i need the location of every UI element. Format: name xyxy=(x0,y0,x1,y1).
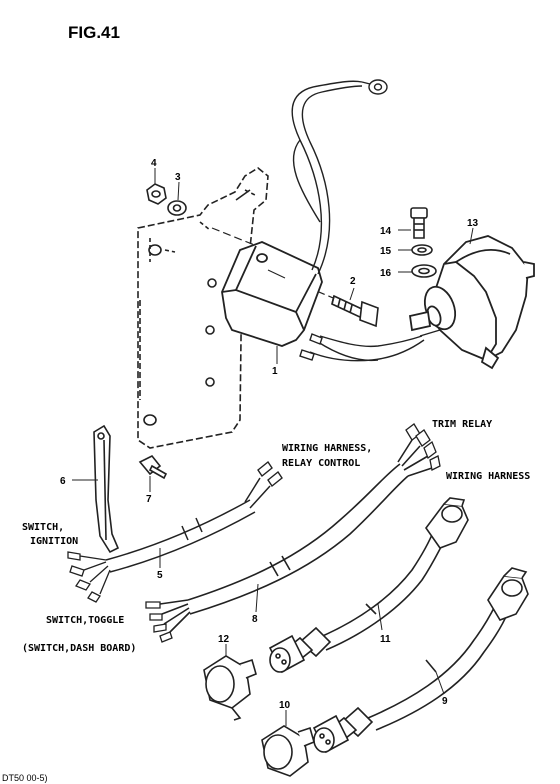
label-switch-dash-board: (SWITCH,DASH BOARD) xyxy=(22,643,136,654)
callout-14: 14 xyxy=(380,226,392,237)
callout-2: 2 xyxy=(350,276,356,287)
callout-16: 16 xyxy=(380,268,392,279)
callout-1: 1 xyxy=(272,366,278,377)
label-switch-toggle: SWITCH,TOGGLE xyxy=(46,615,124,626)
callout-9: 9 xyxy=(442,696,448,707)
washer xyxy=(412,265,436,277)
label-wiring-harness: WIRING HARNESS xyxy=(446,471,530,482)
plug xyxy=(270,636,304,672)
leader-lines xyxy=(72,168,473,726)
callout-15: 15 xyxy=(380,246,392,257)
callout-6: 6 xyxy=(60,476,66,487)
label-switch-ignition-2: IGNITION xyxy=(30,536,78,547)
label-trim-relay: TRIM RELAY xyxy=(432,419,492,430)
connector-cap xyxy=(262,726,314,776)
screw xyxy=(140,456,166,478)
plug xyxy=(314,716,348,752)
relay-lead-wires xyxy=(310,330,440,361)
wiring-harness-11 xyxy=(318,530,446,650)
callout-8: 8 xyxy=(252,614,258,625)
wire-terminal xyxy=(146,424,440,642)
label-wiring-harness-relay-1: WIRING HARNESS, xyxy=(282,443,372,454)
callout-3: 3 xyxy=(175,172,181,183)
ignition-leads xyxy=(80,556,110,594)
washer xyxy=(412,245,432,255)
relay-screw xyxy=(411,208,427,238)
callout-5: 5 xyxy=(157,570,163,581)
label-wiring-harness-relay-2: RELAY CONTROL xyxy=(282,458,360,469)
connector-cap xyxy=(204,656,256,720)
wire-terminal xyxy=(300,334,322,360)
strap-bracket xyxy=(94,426,118,552)
control-unit xyxy=(222,242,322,346)
wiring-harness-9 xyxy=(368,604,508,730)
relay-control-harness xyxy=(160,440,432,632)
callout-11: 11 xyxy=(380,634,391,645)
bolt xyxy=(332,296,378,326)
callout-12: 12 xyxy=(218,634,230,645)
wire-terminal xyxy=(68,552,100,602)
nut xyxy=(147,184,166,204)
figure-footer: DT50 00-5) xyxy=(2,773,48,783)
mounting-bracket xyxy=(138,168,268,448)
callout-4: 4 xyxy=(151,158,157,169)
washer xyxy=(168,201,186,215)
trim-relay xyxy=(410,236,534,368)
callout-7: 7 xyxy=(146,494,152,505)
figure-title: FIG.41 xyxy=(68,23,120,42)
harness-connector xyxy=(334,568,528,738)
label-switch-ignition-1: SWITCH, xyxy=(22,522,64,533)
harness-connector xyxy=(290,498,468,658)
callout-13: 13 xyxy=(467,218,479,229)
wire-terminal xyxy=(258,462,282,486)
ignition-harness xyxy=(106,478,270,572)
callout-10: 10 xyxy=(279,700,291,711)
ground-wire xyxy=(292,80,387,274)
